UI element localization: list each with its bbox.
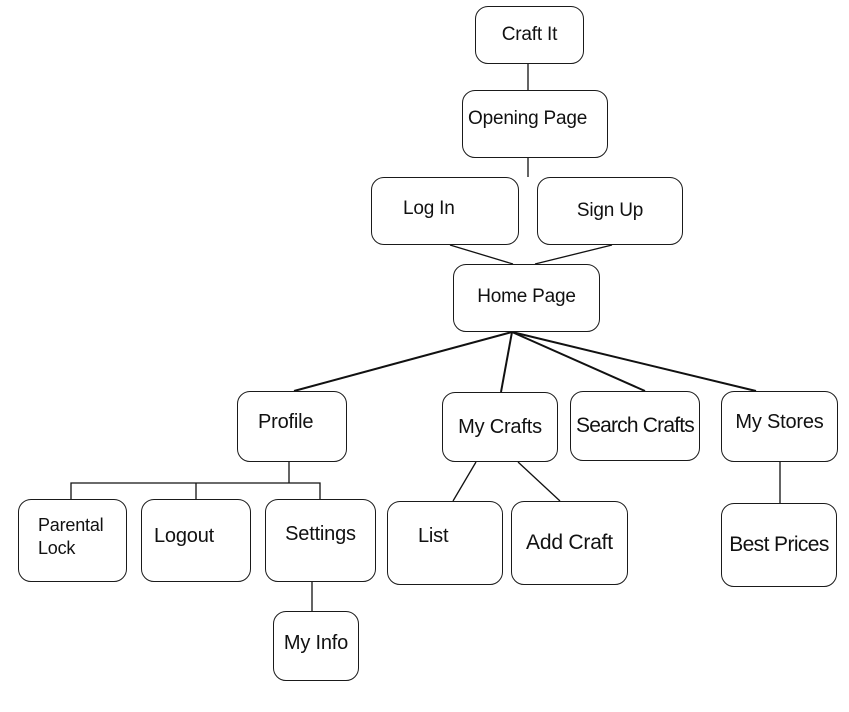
node-opening-page: Opening Page xyxy=(462,90,608,158)
node-label: Add Craft xyxy=(526,530,613,554)
node-label: Craft It xyxy=(501,24,558,46)
node-label: My Info xyxy=(283,632,349,654)
node-label: Home Page xyxy=(477,286,576,307)
node-label: Search Crafts xyxy=(576,413,695,437)
node-home-page: Home Page xyxy=(453,264,600,332)
node-logout: Logout xyxy=(141,499,251,582)
node-label: My Crafts xyxy=(458,415,542,438)
edge-home-mystores xyxy=(511,331,757,392)
node-my-crafts: My Crafts xyxy=(442,392,558,462)
node-settings: Settings xyxy=(265,499,376,582)
node-label: Logout xyxy=(154,525,214,547)
edge-mycrafts-addcraft xyxy=(517,461,561,502)
node-sign-up: Sign Up xyxy=(537,177,683,245)
node-label: Profile xyxy=(258,411,314,433)
node-add-craft: Add Craft xyxy=(511,501,628,585)
node-label: Log In xyxy=(403,198,455,219)
edge-mycrafts-list xyxy=(452,461,477,502)
node-label: My Stores xyxy=(735,411,824,433)
node-list: List xyxy=(387,501,503,585)
edge-signup-home xyxy=(534,244,613,265)
node-label: Best Prices xyxy=(729,532,829,556)
node-craft-it: Craft It xyxy=(475,6,584,64)
edge-login-home xyxy=(449,244,514,265)
node-search-crafts: Search Crafts xyxy=(570,391,700,461)
node-my-stores: My Stores xyxy=(721,391,838,462)
node-my-info: My Info xyxy=(273,611,359,681)
edge-home-search xyxy=(511,331,646,392)
node-label: List xyxy=(418,525,449,547)
edge-home-mycrafts xyxy=(500,331,513,393)
node-label: Opening Page xyxy=(468,108,588,129)
node-label: Parental Lock xyxy=(38,515,104,558)
node-profile: Profile xyxy=(237,391,347,462)
edge-home-profile xyxy=(293,331,513,392)
node-label: Settings xyxy=(285,523,356,545)
node-parental-lock: Parental Lock xyxy=(18,499,127,582)
node-log-in: Log In xyxy=(371,177,519,245)
node-best-prices: Best Prices xyxy=(721,503,837,587)
node-label: Sign Up xyxy=(576,200,644,222)
